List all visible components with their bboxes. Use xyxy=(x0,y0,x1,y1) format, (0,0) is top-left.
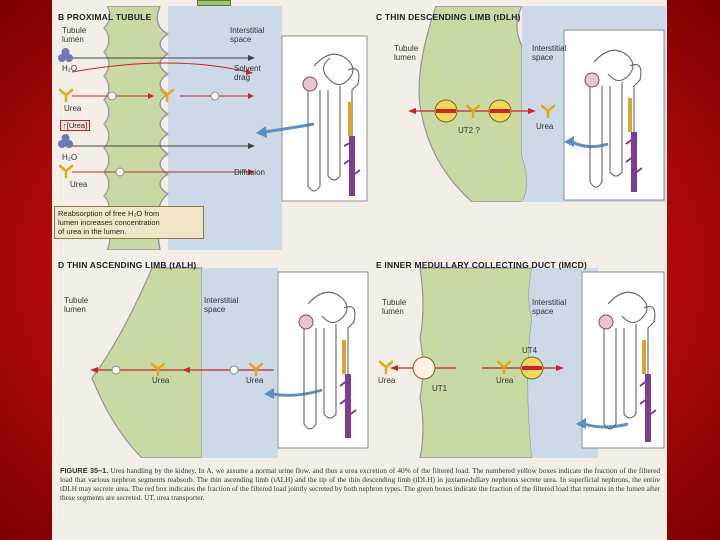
panel-e-title: E INNER MEDULLARY COLLECTING DUCT (IMCD) xyxy=(376,260,587,270)
panel-b-diffusion-label: Diffusion xyxy=(234,168,265,177)
textbook-page: B PROXIMAL TUBULE Tubule lumen Interstit… xyxy=(52,0,667,540)
panel-b-title: B PROXIMAL TUBULE xyxy=(58,12,151,22)
panel-c-thin-descending-limb: C THIN DESCENDING LIMB (tDLH) Tubule lum… xyxy=(372,6,666,202)
panel-d-urea-label-2: Urea xyxy=(246,376,263,385)
figure-caption-text: Urea handling by the kidney. In A, we as… xyxy=(60,466,660,502)
panel-c-graphic xyxy=(372,6,666,202)
panel-e-tubule-lumen-label: Tubule lumen xyxy=(382,298,406,316)
panel-e-inner-medullary-collecting-duct: E INNER MEDULLARY COLLECTING DUCT (IMCD)… xyxy=(372,258,666,458)
panel-b-h2o-label-1: H₂O xyxy=(62,64,77,73)
panel-b-urea-label-2: Urea xyxy=(70,180,87,189)
panel-c-urea-label: Urea xyxy=(536,122,553,131)
figure-caption: FIGURE 35–1. Urea handling by the kidney… xyxy=(60,466,660,502)
panel-e-ut1-label: UT1 xyxy=(432,384,447,393)
panel-c-ut2-label: UT2 ? xyxy=(458,126,480,135)
panel-e-interstitial-label: Interstitial space xyxy=(532,298,566,316)
panel-c-title: C THIN DESCENDING LIMB (tDLH) xyxy=(376,12,521,22)
panel-b-reabsorption-note: Reabsorption of free H₂O from lumen incr… xyxy=(54,206,204,239)
panel-b-h2o-label-2: H₂O xyxy=(62,153,77,162)
panel-d-graphic xyxy=(52,258,370,458)
panel-e-graphic xyxy=(372,258,666,458)
panel-b-proximal-tubule: B PROXIMAL TUBULE Tubule lumen Interstit… xyxy=(52,6,370,250)
figure-caption-label: FIGURE 35–1. xyxy=(60,466,108,475)
panel-e-urea-label-1: Urea xyxy=(378,376,395,385)
panel-d-interstitial-label: Interstitial space xyxy=(204,296,238,314)
panel-e-urea-label-2: Urea xyxy=(496,376,513,385)
panel-b-interstitial-label: Interstitial space xyxy=(230,26,264,44)
panel-d-thin-ascending-limb: D THIN ASCENDING LIMB (tALH) Tubule lume… xyxy=(52,258,370,458)
panel-d-tubule-lumen-label: Tubule lumen xyxy=(64,296,88,314)
panel-c-tubule-lumen-label: Tubule lumen xyxy=(394,44,418,62)
panel-b-solvent-drag-label: Solvent drag xyxy=(234,64,261,82)
panel-d-urea-label-1: Urea xyxy=(152,376,169,385)
panel-b-urea-concentration-box: ↑[Urea] xyxy=(60,120,90,131)
panel-e-ut4-label: UT4 xyxy=(522,346,537,355)
panel-d-title: D THIN ASCENDING LIMB (tALH) xyxy=(58,260,196,270)
panel-b-tubule-lumen-label: Tubule lumen xyxy=(62,26,86,44)
panel-c-interstitial-label: Interstitial space xyxy=(532,44,566,62)
panel-b-urea-label-1: Urea xyxy=(64,104,81,113)
